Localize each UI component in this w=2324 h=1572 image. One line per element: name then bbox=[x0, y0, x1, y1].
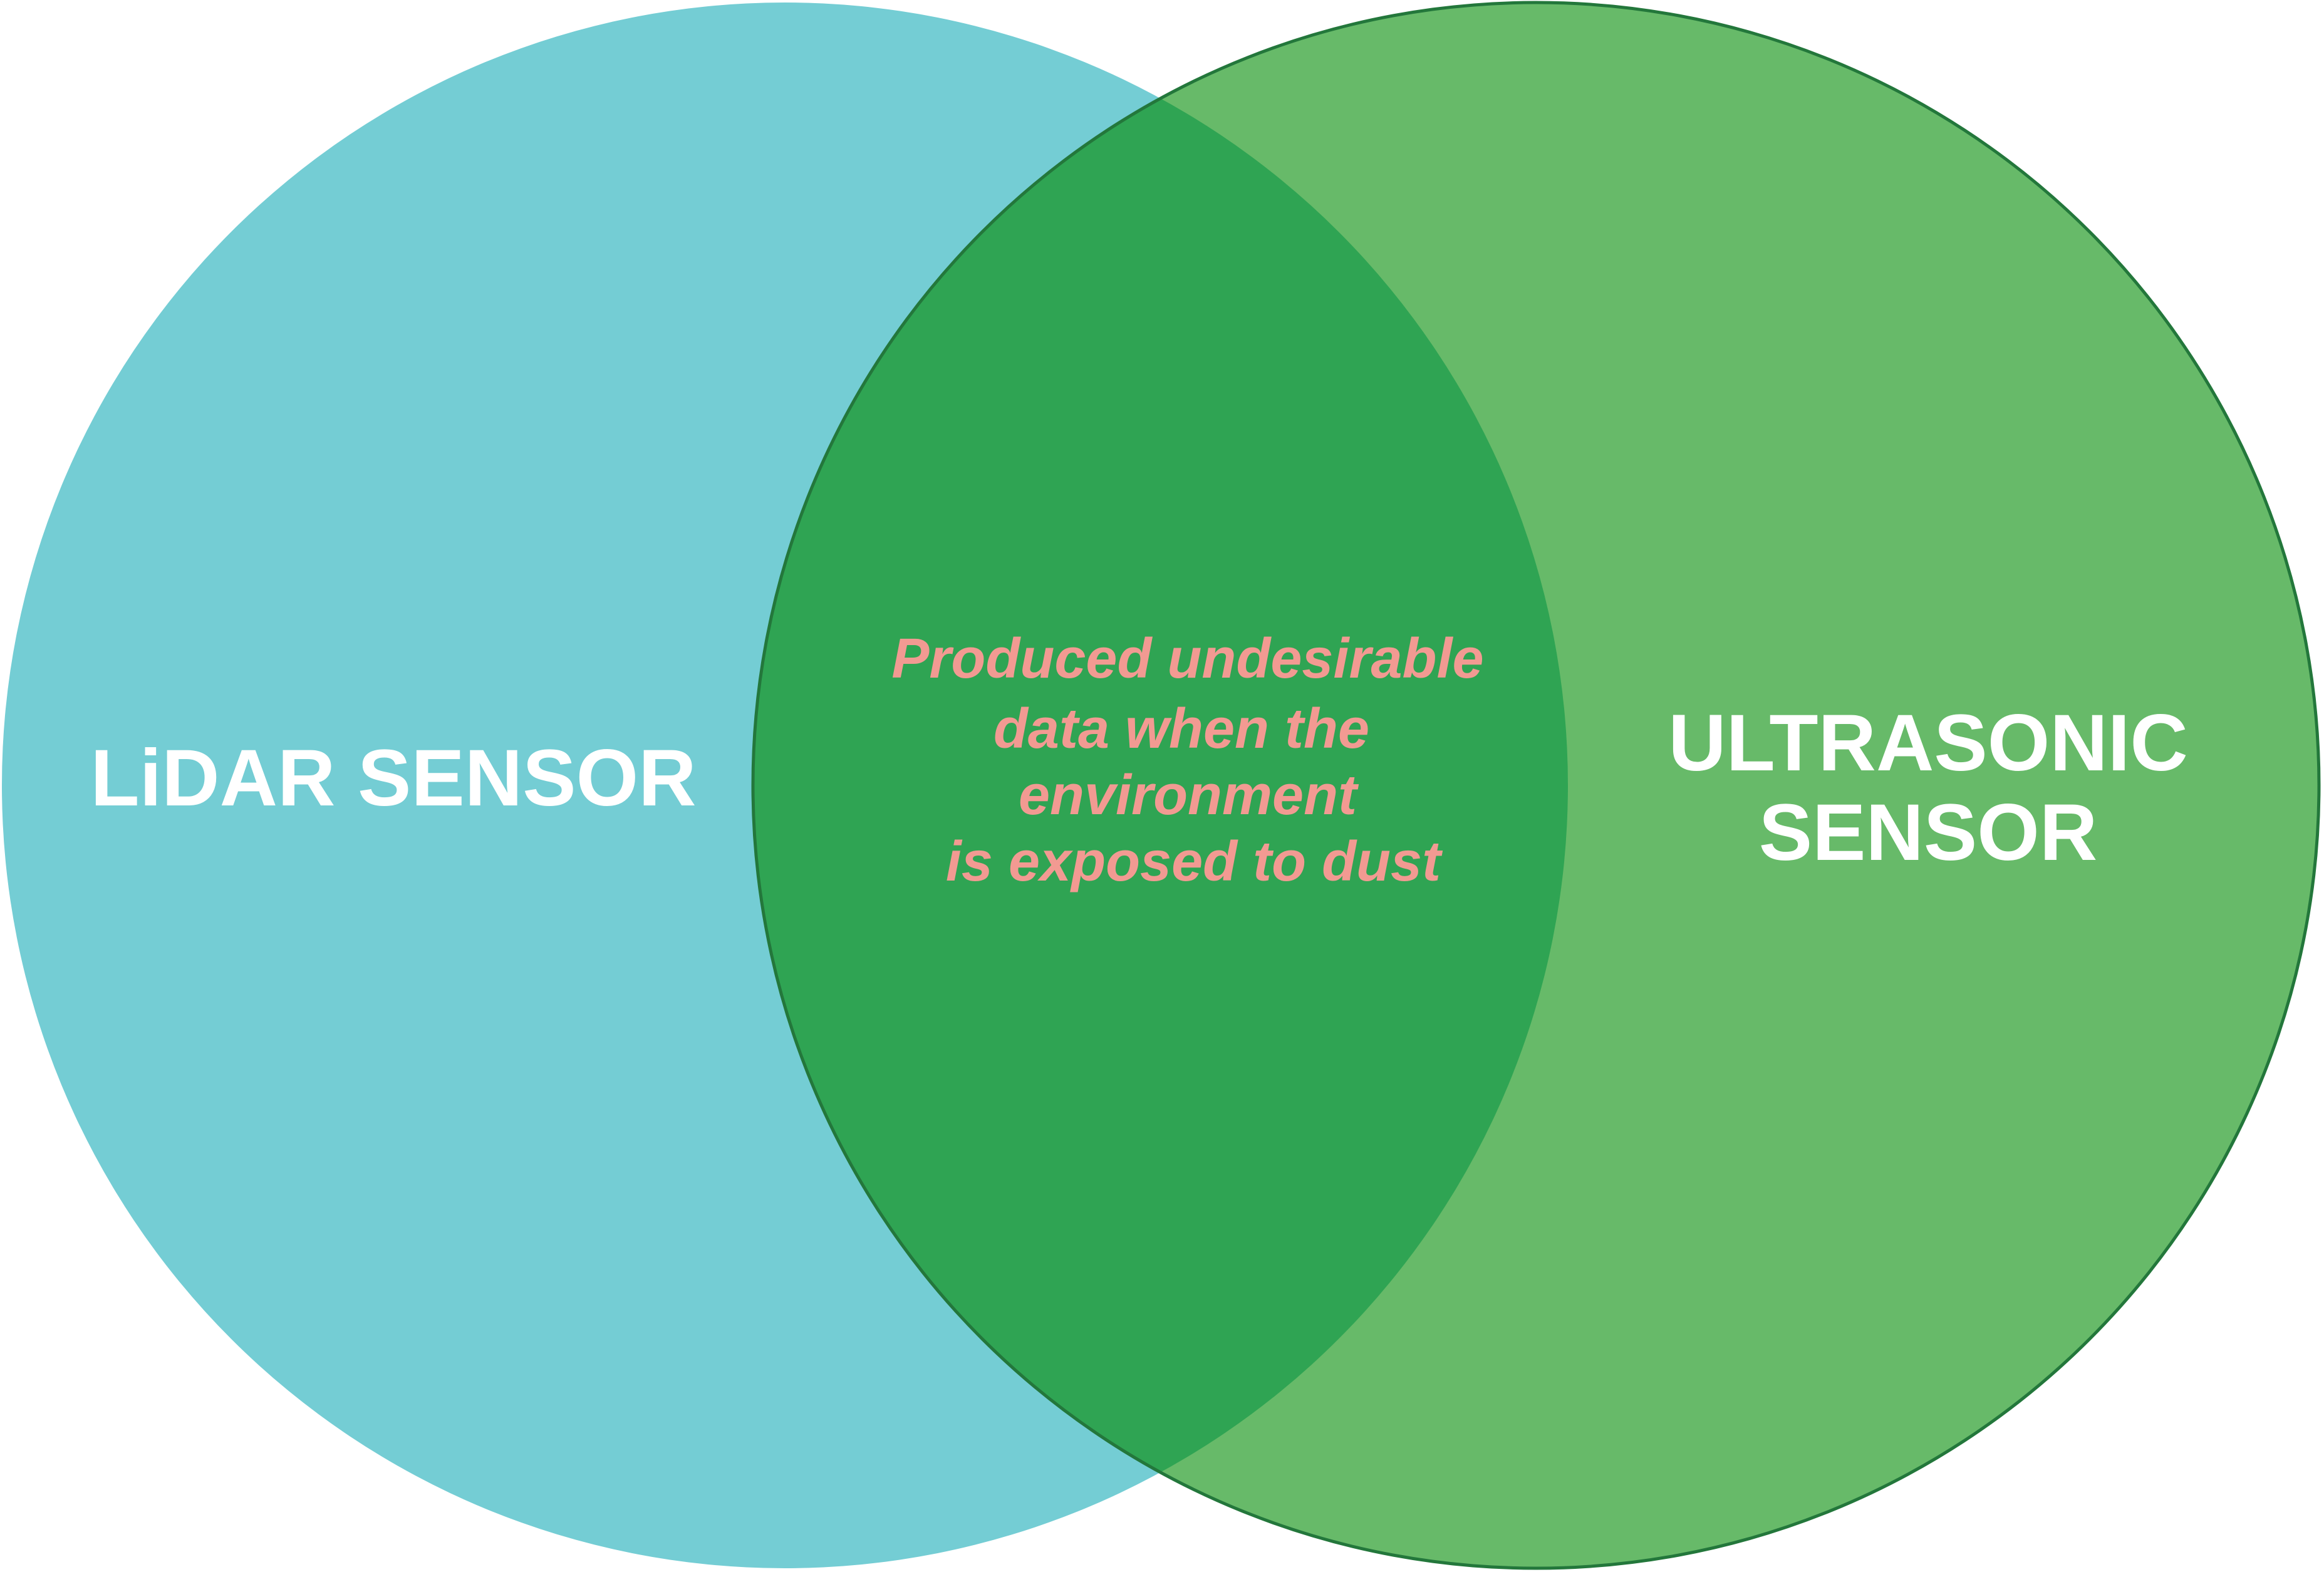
overlap-line-2: data when the bbox=[993, 698, 1369, 760]
overlap-region bbox=[753, 3, 1568, 1568]
lidar-label: LiDAR SENSOR bbox=[90, 733, 696, 823]
ultrasonic-label-line1: ULTRASONIC bbox=[1668, 698, 2188, 788]
overlap-line-4: is exposed to dust bbox=[946, 830, 1443, 893]
overlap-line-1: Produced undesirable bbox=[891, 628, 1483, 690]
overlap-line-3: environment bbox=[1019, 764, 1359, 827]
ultrasonic-label-line2: SENSOR bbox=[1759, 788, 2098, 877]
ultrasonic-outline bbox=[751, 1, 2321, 1570]
